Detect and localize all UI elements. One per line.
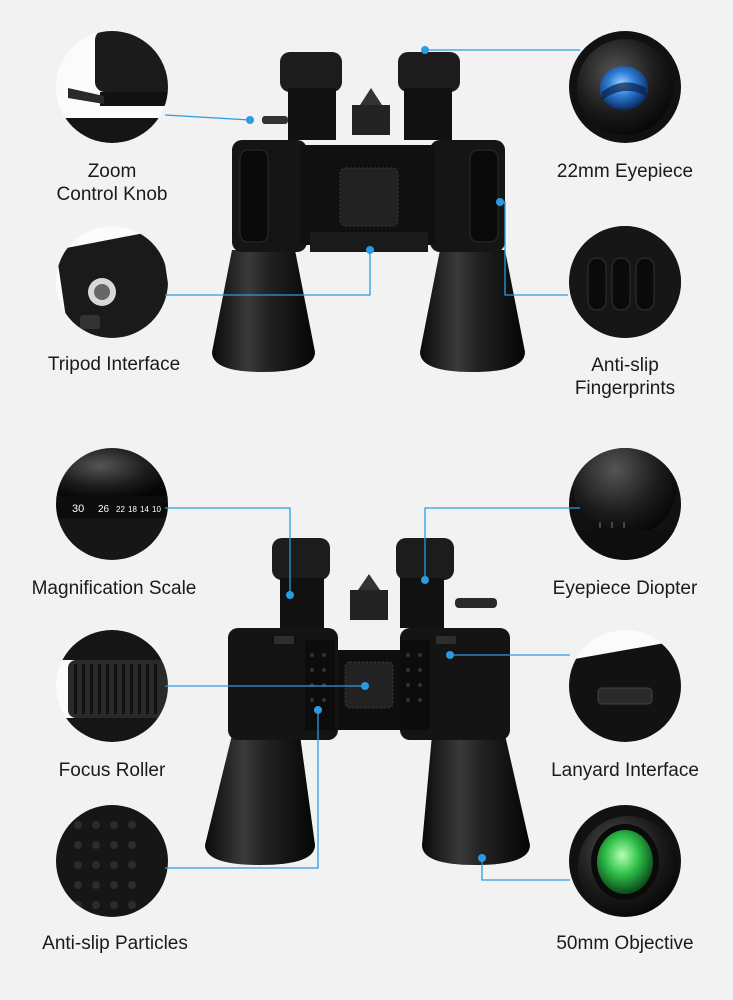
callout-dots xyxy=(246,46,504,862)
lanyard-detail xyxy=(569,630,681,742)
lanyard-interface-label: Lanyard Interface xyxy=(551,760,699,781)
scale-tick: 10 xyxy=(152,505,161,514)
tripod-interface-label: Tripod Interface xyxy=(47,354,181,375)
binocular-top xyxy=(212,52,525,372)
scale-tick: 14 xyxy=(140,505,149,514)
binocular-bottom xyxy=(205,538,530,865)
scale-tick: 18 xyxy=(128,505,137,514)
particles-detail xyxy=(56,805,168,917)
diopter-detail xyxy=(569,448,681,560)
focus-roller-detail xyxy=(56,630,168,742)
tripod-detail xyxy=(56,226,168,338)
magnification-scale-label: Magnification Scale xyxy=(31,578,197,599)
zoom-knob-detail xyxy=(56,31,168,143)
objective-label: 50mm Objective xyxy=(556,933,694,954)
scale-tick: 30 xyxy=(72,503,84,515)
zoom-control-knob-label: Zoom Control Knob xyxy=(56,161,168,205)
eyepiece-diopter-label: Eyepiece Diopter xyxy=(552,578,698,599)
anti-slip-fingerprints-label: Anti-slip Fingerprints xyxy=(574,355,676,399)
fingerprints-detail xyxy=(569,226,681,338)
eyepiece-detail xyxy=(569,31,681,143)
scale-ticks: 30 26 22 18 14 10 xyxy=(72,503,161,515)
eyepiece-label: 22mm Eyepiece xyxy=(556,161,694,182)
focus-roller-label: Focus Roller xyxy=(58,760,166,781)
callout-lines xyxy=(164,49,580,881)
scale-tick: 22 xyxy=(116,505,125,514)
objective-detail xyxy=(569,805,681,917)
anti-slip-particles-label: Anti-slip Particles xyxy=(42,933,188,954)
scale-tick: 26 xyxy=(98,504,110,515)
